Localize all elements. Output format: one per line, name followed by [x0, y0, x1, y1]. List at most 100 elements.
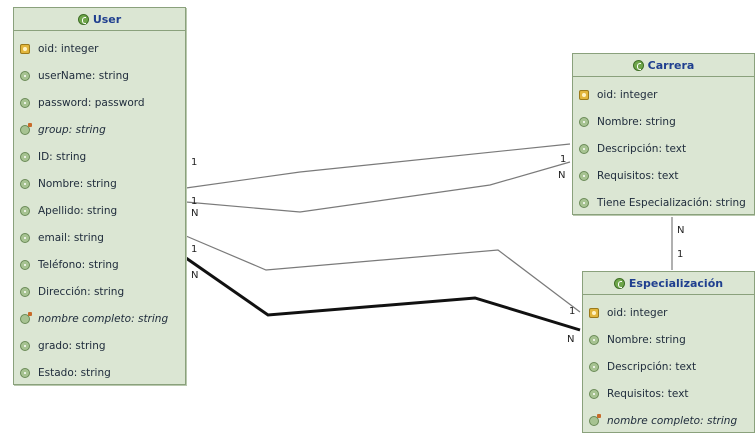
attribute-row[interactable]: oid: integer — [583, 299, 754, 326]
attribute-text: Tiene Especialización: string — [597, 196, 746, 209]
attribute-icon — [20, 70, 30, 81]
multiplicity-label: 1 — [560, 154, 567, 165]
attribute-icon — [589, 388, 599, 399]
attribute-text: nombre completo: string — [607, 414, 738, 427]
derived-attribute-icon — [589, 413, 601, 426]
multiplicity-label: N — [191, 208, 199, 219]
attribute-text: oid: integer — [38, 42, 99, 55]
attribute-row[interactable]: Tiene Especialización: string — [573, 189, 754, 214]
multiplicity-label: 1 — [191, 244, 198, 255]
attribute-row[interactable]: Requisitos: text — [573, 162, 754, 189]
relationship-user-especializacion-selected[interactable] — [185, 256, 581, 332]
attribute-text: group: string — [38, 123, 106, 136]
entity-header[interactable]: User — [14, 8, 185, 31]
attribute-icon — [20, 340, 30, 351]
relationship-user-carrera-upper[interactable] — [185, 143, 571, 189]
attribute-text: oid: integer — [607, 306, 668, 319]
attribute-row[interactable]: email: string — [14, 224, 185, 251]
attribute-icon — [579, 143, 589, 154]
attribute-row[interactable]: Estado: string — [14, 359, 185, 384]
attribute-icon — [20, 286, 30, 297]
attribute-row[interactable]: nombre completo: string — [583, 407, 754, 432]
class-icon — [77, 13, 89, 25]
attribute-text: nombre completo: string — [38, 312, 169, 325]
attribute-row[interactable]: Descripción: text — [573, 135, 754, 162]
attribute-row[interactable]: Descripción: text — [583, 353, 754, 380]
key-icon — [589, 307, 599, 318]
relationship-user-carrera-lower[interactable] — [185, 161, 571, 213]
attribute-row[interactable]: Teléfono: string — [14, 251, 185, 278]
entity-user[interactable]: User oid: integer userName: string passwor… — [13, 7, 186, 385]
attribute-text: ID: string — [38, 150, 87, 163]
attribute-row[interactable]: Dirección: string — [14, 278, 185, 305]
entity-title: User — [92, 12, 122, 26]
attribute-text: password: password — [38, 96, 145, 109]
attribute-text: oid: integer — [597, 88, 658, 101]
attribute-icon — [20, 232, 30, 243]
derived-attribute-icon — [20, 122, 32, 135]
attribute-icon — [579, 197, 589, 208]
attribute-icon — [20, 178, 30, 189]
relationship-user-especializacion-upper[interactable] — [185, 235, 581, 313]
attribute-row[interactable]: Nombre: string — [583, 326, 754, 353]
attribute-row[interactable]: group: string — [14, 116, 185, 143]
attribute-text: Nombre: string — [38, 177, 117, 190]
attribute-row[interactable]: oid: integer — [573, 81, 754, 108]
multiplicity-label: N — [558, 170, 566, 181]
attribute-icon — [579, 116, 589, 127]
attribute-row[interactable]: Apellido: string — [14, 197, 185, 224]
entity-header[interactable]: Carrera — [573, 54, 754, 77]
attribute-text: Requisitos: text — [607, 387, 689, 400]
attribute-icon — [20, 151, 30, 162]
class-icon — [632, 59, 644, 71]
entity-header[interactable]: Especialización — [583, 272, 754, 295]
attribute-text: email: string — [38, 231, 104, 244]
attribute-text: grado: string — [38, 339, 106, 352]
attribute-icon — [20, 259, 30, 270]
attribute-icon — [579, 170, 589, 181]
attribute-icon — [589, 361, 599, 372]
attribute-row[interactable]: password: password — [14, 89, 185, 116]
attribute-text: Estado: string — [38, 366, 111, 379]
attribute-text: Descripción: text — [597, 142, 687, 155]
multiplicity-label: N — [677, 225, 685, 236]
class-icon — [613, 277, 625, 289]
derived-attribute-icon — [20, 311, 32, 324]
attribute-list: oid: integer userName: string password: pa… — [14, 31, 185, 384]
multiplicity-label: 1 — [191, 157, 198, 168]
attribute-text: Descripción: text — [607, 360, 697, 373]
attribute-icon — [20, 205, 30, 216]
key-icon — [579, 89, 589, 100]
attribute-text: Requisitos: text — [597, 169, 679, 182]
attribute-text: Dirección: string — [38, 285, 125, 298]
multiplicity-label: N — [191, 270, 199, 281]
attribute-row[interactable]: Nombre: string — [573, 108, 754, 135]
attribute-text: Apellido: string — [38, 204, 118, 217]
attribute-icon — [589, 334, 599, 345]
attribute-text: Teléfono: string — [38, 258, 119, 271]
attribute-text: userName: string — [38, 69, 129, 82]
multiplicity-label: N — [567, 334, 575, 345]
attribute-row[interactable]: Nombre: string — [14, 170, 185, 197]
attribute-row[interactable]: Requisitos: text — [583, 380, 754, 407]
key-icon — [20, 43, 30, 54]
attribute-row[interactable]: ID: string — [14, 143, 185, 170]
multiplicity-label: 1 — [677, 249, 684, 260]
entity-title: Especialización — [628, 276, 724, 290]
attribute-row[interactable]: oid: integer — [14, 35, 185, 62]
multiplicity-label: 1 — [569, 306, 576, 317]
attribute-row[interactable]: grado: string — [14, 332, 185, 359]
attribute-icon — [20, 97, 30, 108]
attribute-row[interactable]: nombre completo: string — [14, 305, 185, 332]
entity-title: Carrera — [647, 58, 695, 72]
attribute-icon — [20, 367, 30, 378]
multiplicity-label: 1 — [191, 196, 198, 207]
attribute-text: Nombre: string — [607, 333, 686, 346]
attribute-row[interactable]: userName: string — [14, 62, 185, 89]
